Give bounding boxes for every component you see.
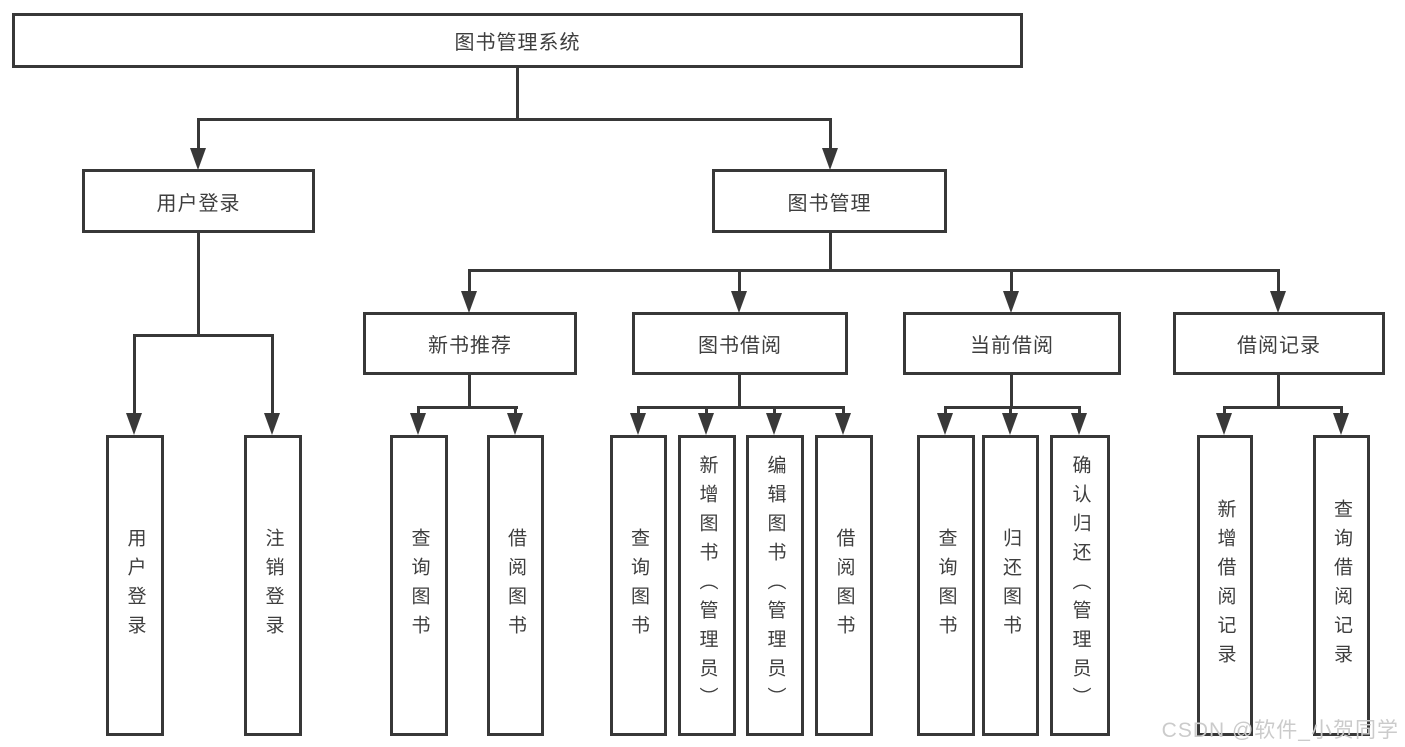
connector-drop-bb-edit bbox=[773, 406, 776, 416]
connector-new-book-trunk bbox=[468, 374, 471, 408]
connector-borrowing-records-trunk bbox=[1277, 374, 1280, 408]
csdn-watermark: CSDN @软件_小贺同学 bbox=[1161, 719, 1399, 742]
arrowhead-borrowing-records bbox=[1270, 291, 1286, 313]
leaf-label: 注销登录 bbox=[262, 527, 284, 644]
connector-book-management-trunk bbox=[829, 232, 832, 272]
connector-l3-horizontal bbox=[468, 269, 1280, 272]
connector-new-book-horizontal bbox=[417, 406, 518, 409]
arrowhead-user-login bbox=[190, 148, 206, 170]
arrowhead-new-book bbox=[461, 291, 477, 313]
connector-drop-br-add bbox=[1223, 406, 1226, 416]
node-borrowing-records: 借阅记录 bbox=[1173, 312, 1385, 375]
leaf-label: 编辑图书（管理员） bbox=[764, 455, 786, 716]
connector-drop-borrowing-records bbox=[1277, 269, 1280, 295]
connector-current-borrowing-trunk bbox=[1010, 374, 1013, 408]
leaf-label: 新增图书（管理员） bbox=[696, 455, 718, 716]
connector-l2-horizontal bbox=[197, 118, 832, 121]
arrowhead-bb-borrow bbox=[835, 413, 851, 435]
node-label: 图书管理 bbox=[787, 192, 872, 215]
node-library-management-system: 图书管理系统 bbox=[12, 13, 1023, 68]
leaf-label: 新增借阅记录 bbox=[1214, 498, 1236, 673]
connector-user-login-trunk bbox=[197, 232, 200, 336]
connector-drop-bb-borrow bbox=[842, 406, 845, 416]
connector-drop-new-book bbox=[468, 269, 471, 295]
leaf-label: 借阅图书 bbox=[833, 527, 855, 644]
arrowhead-nb-query bbox=[410, 413, 426, 435]
arrowhead-bb-edit bbox=[766, 413, 782, 435]
arrowhead-br-add bbox=[1216, 413, 1232, 435]
node-new-book-recommendation: 新书推荐 bbox=[363, 312, 577, 375]
arrowhead-leaf-logout bbox=[264, 413, 280, 435]
leaf-logout: 注销登录 bbox=[244, 435, 302, 736]
connector-drop-book-borrowing bbox=[738, 269, 741, 295]
leaf-bb-query-books: 查询图书 bbox=[610, 435, 667, 736]
leaf-nb-query-books: 查询图书 bbox=[390, 435, 448, 736]
node-label: 借阅记录 bbox=[1237, 335, 1321, 357]
connector-drop-cb-return bbox=[1009, 406, 1012, 416]
leaf-label: 归还图书 bbox=[1000, 527, 1021, 644]
arrowhead-cb-return bbox=[1002, 413, 1018, 435]
connector-drop-cb-confirm bbox=[1078, 406, 1081, 416]
node-current-borrowing: 当前借阅 bbox=[903, 312, 1121, 375]
arrowhead-bb-add bbox=[698, 413, 714, 435]
arrowhead-cb-query bbox=[937, 413, 953, 435]
connector-drop-current-borrowing bbox=[1010, 269, 1013, 295]
node-label: 当前借阅 bbox=[970, 335, 1054, 357]
leaf-label: 查询图书 bbox=[408, 527, 430, 644]
arrowhead-book-borrowing bbox=[731, 291, 747, 313]
connector-drop-nb-borrow bbox=[514, 406, 517, 416]
leaf-user-login: 用户登录 bbox=[106, 435, 164, 736]
connector-book-borrowing-horizontal bbox=[637, 406, 845, 409]
arrowhead-bb-query bbox=[630, 413, 646, 435]
leaf-bb-borrow-books: 借阅图书 bbox=[815, 435, 873, 736]
node-label: 图书管理系统 bbox=[454, 32, 581, 54]
connector-drop-bb-add bbox=[705, 406, 708, 416]
node-book-borrowing: 图书借阅 bbox=[632, 312, 848, 375]
connector-book-borrowing-trunk bbox=[738, 374, 741, 408]
leaf-label: 确认归还（管理员） bbox=[1069, 455, 1091, 716]
node-book-management: 图书管理 bbox=[712, 169, 947, 233]
leaf-cb-return-books: 归还图书 bbox=[982, 435, 1039, 736]
leaf-cb-query-books: 查询图书 bbox=[917, 435, 975, 736]
leaf-br-add-record: 新增借阅记录 bbox=[1197, 435, 1253, 736]
connector-drop-leaf-logout bbox=[271, 334, 274, 416]
arrowhead-br-query bbox=[1333, 413, 1349, 435]
connector-user-login-horizontal bbox=[133, 334, 274, 337]
arrowhead-book-management bbox=[822, 148, 838, 170]
leaf-nb-borrow-books: 借阅图书 bbox=[487, 435, 544, 736]
arrowhead-current-borrowing bbox=[1003, 291, 1019, 313]
connector-drop-nb-query bbox=[417, 406, 420, 416]
leaf-bb-add-books-admin: 新增图书（管理员） bbox=[678, 435, 736, 736]
leaf-label: 查询借阅记录 bbox=[1331, 498, 1352, 673]
leaf-bb-edit-books-admin: 编辑图书（管理员） bbox=[746, 435, 804, 736]
connector-drop-bb-query bbox=[637, 406, 640, 416]
connector-drop-br-query bbox=[1340, 406, 1343, 416]
connector-borrowing-records-horizontal bbox=[1223, 406, 1343, 409]
leaf-label: 用户登录 bbox=[124, 527, 146, 644]
connector-drop-user-login bbox=[197, 118, 200, 151]
connector-drop-leaf-user-login bbox=[133, 334, 136, 416]
arrowhead-leaf-user-login bbox=[126, 413, 142, 435]
connector-root-trunk bbox=[516, 68, 519, 120]
leaf-cb-confirm-return-admin: 确认归还（管理员） bbox=[1050, 435, 1110, 736]
leaf-label: 查询图书 bbox=[628, 527, 649, 644]
node-label: 图书借阅 bbox=[698, 335, 782, 357]
connector-drop-cb-query bbox=[944, 406, 947, 416]
node-label: 用户登录 bbox=[156, 192, 241, 215]
leaf-label: 借阅图书 bbox=[505, 527, 526, 644]
connector-drop-book-management bbox=[829, 118, 832, 151]
leaf-label: 查询图书 bbox=[935, 527, 957, 644]
arrowhead-cb-confirm bbox=[1071, 413, 1087, 435]
node-user-login: 用户登录 bbox=[82, 169, 315, 233]
connector-current-borrowing-horizontal bbox=[944, 406, 1081, 409]
arrowhead-nb-borrow bbox=[507, 413, 523, 435]
leaf-br-query-record: 查询借阅记录 bbox=[1313, 435, 1370, 736]
node-label: 新书推荐 bbox=[428, 335, 512, 357]
